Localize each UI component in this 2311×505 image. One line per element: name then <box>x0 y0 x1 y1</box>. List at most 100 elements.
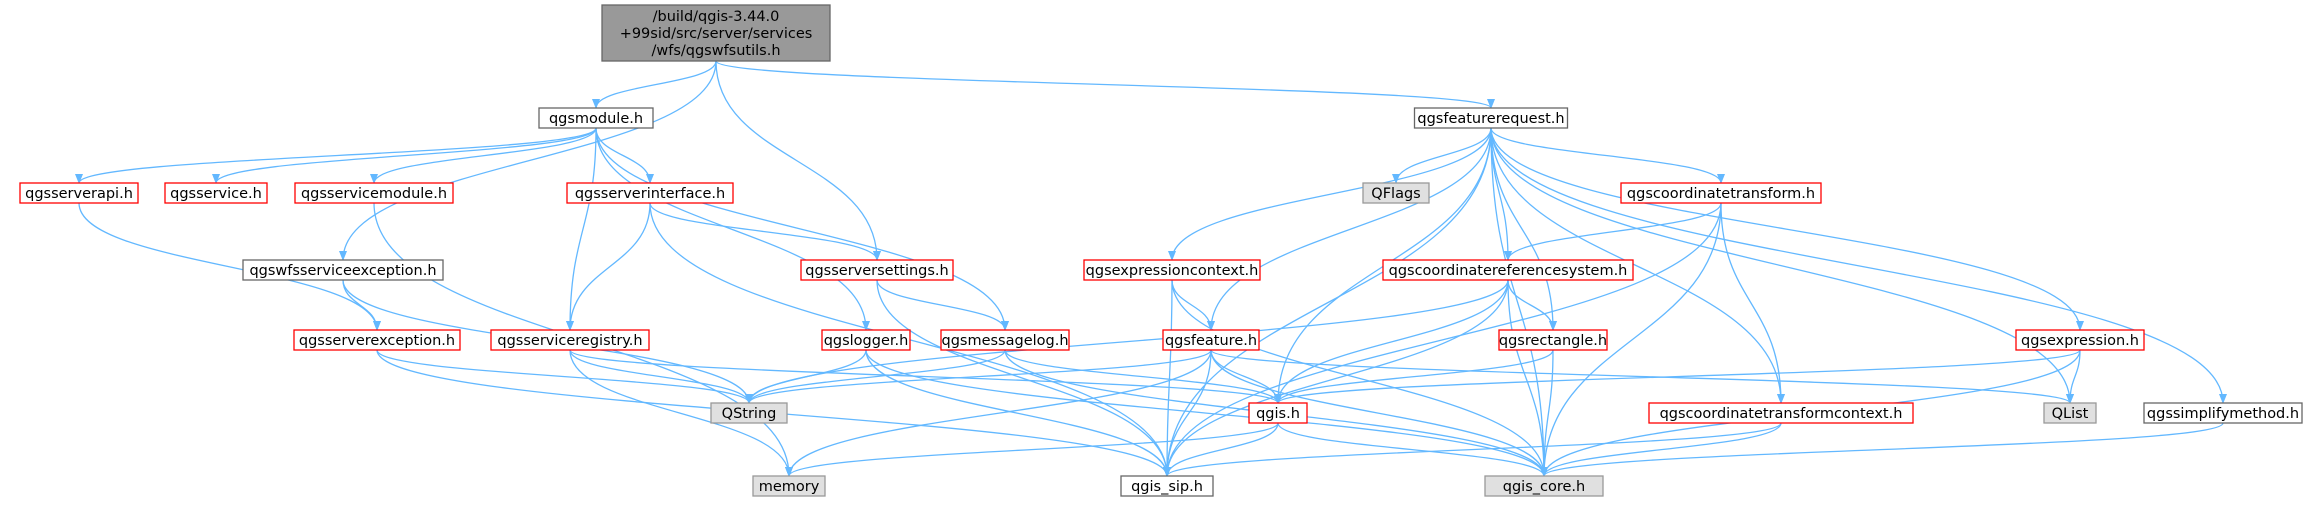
node-box-qgsservice <box>164 182 268 204</box>
edge-root-to-qgswfsserviceexception <box>339 60 717 261</box>
node-box-qgsexpressioncontext <box>1083 259 1261 281</box>
node-label-qgsserversettings: qgsserversettings.h <box>805 263 949 279</box>
edge-qgsmodule-to-qgsmessagelog <box>595 127 1009 331</box>
edge-qgsfeaturerequest-to-qgsfeature <box>1207 127 1492 331</box>
node-qgsserverapi[interactable]: qgsserverapi.h <box>19 182 139 204</box>
edge-qgsserverexception-to-qstring <box>376 349 753 404</box>
edge-qgsmodule-to-qgsserverinterface <box>595 127 654 184</box>
node-qgis[interactable]: qgis.h <box>1248 402 1308 424</box>
node-box-qgsservicemodule <box>294 182 454 204</box>
edge-qgscoordinatetransform-to-qgis_sip <box>1163 202 1722 477</box>
node-box-qgscoordinatereferencesystem <box>1382 259 1634 281</box>
node-box-qgsserviceregistry <box>490 329 650 351</box>
node-qgsserviceregistry[interactable]: qgsserviceregistry.h <box>490 329 650 351</box>
node-label-root: +99sid/src/server/services <box>620 26 813 42</box>
edge-qgis-to-memory <box>785 422 1279 477</box>
node-qgsserverinterface[interactable]: qgsserverinterface.h <box>566 182 734 204</box>
node-qgscoordinatetransform[interactable]: qgscoordinatetransform.h <box>1620 182 1822 204</box>
node-qgsserversettings[interactable]: qgsserversettings.h <box>800 259 954 281</box>
node-qgis_core[interactable]: qgis_core.h <box>1484 475 1604 497</box>
node-label-qgsservice: qgsservice.h <box>170 186 262 202</box>
node-qgscoordinatetransformcontext[interactable]: qgscoordinatetransformcontext.h <box>1648 402 1914 424</box>
node-box-qgssimplifymethod <box>2143 402 2303 424</box>
node-qgsexpression[interactable]: qgsexpression.h <box>2015 329 2145 351</box>
edge-qgsfeature-to-qgis_sip <box>1163 349 1212 477</box>
edge-qgsfeaturerequest-to-qgsrectangle <box>1490 127 1557 331</box>
node-qgssimplifymethod[interactable]: qgssimplifymethod.h <box>2143 402 2303 424</box>
node-label-root: /wfs/qgswfsutils.h <box>651 43 780 59</box>
node-qgswfsserviceexception[interactable]: qgswfsserviceexception.h <box>242 259 444 281</box>
node-label-qgsrectangle: qgsrectangle.h <box>1499 333 1607 349</box>
edge-qgsfeaturerequest-to-qgis_sip <box>1163 127 1492 477</box>
edge-qgis-to-qgis_sip <box>1163 422 1279 477</box>
node-label-qlist: QList <box>2052 406 2089 422</box>
edge-qgscoordinatetransform-to-qgis_core <box>1540 202 1722 477</box>
node-qgsmessagelog[interactable]: qgsmessagelog.h <box>940 329 1070 351</box>
edge-qgslogger-to-qgis_core <box>865 349 1548 477</box>
node-memory[interactable]: memory <box>752 475 826 497</box>
node-qgsservice[interactable]: qgsservice.h <box>164 182 268 204</box>
node-qflags[interactable]: QFlags <box>1362 182 1430 204</box>
node-label-qgsexpression: qgsexpression.h <box>2021 333 2139 349</box>
node-box-qgscoordinatetransformcontext <box>1648 402 1914 424</box>
edge-qgsfeaturerequest-to-qflags <box>1392 127 1492 184</box>
node-box-qgslogger <box>821 329 911 351</box>
node-box-qgswfsserviceexception <box>242 259 444 281</box>
node-qgslogger[interactable]: qgslogger.h <box>821 329 911 351</box>
edge-qgscoordinatetransform-to-qgscoordinatereferencesystem <box>1504 202 1722 261</box>
edge-qgscoordinatereferencesystem-to-qgis_sip <box>1163 279 1509 477</box>
edge-qgsfeature-to-qlist <box>1210 349 2074 404</box>
node-qgsexpressioncontext[interactable]: qgsexpressioncontext.h <box>1083 259 1261 281</box>
edge-qgsmessagelog-to-qgis <box>1004 349 1282 404</box>
edge-qgsfeaturerequest-to-qgis_core <box>1490 127 1548 477</box>
edge-root-to-qgsfeaturerequest <box>715 60 1495 109</box>
node-box-qlist <box>2043 402 2097 424</box>
node-label-qgsmodule: qgsmodule.h <box>549 111 643 127</box>
node-qgsfeature[interactable]: qgsfeature.h <box>1162 329 1260 351</box>
node-box-qgsmessagelog <box>940 329 1070 351</box>
node-label-memory: memory <box>759 479 820 495</box>
node-box-qgsrectangle <box>1498 329 1608 351</box>
node-label-qgsmessagelog: qgsmessagelog.h <box>941 333 1068 349</box>
node-label-qgsfeaturerequest: qgsfeaturerequest.h <box>1417 111 1564 127</box>
node-label-qgsserverinterface: qgsserverinterface.h <box>575 186 725 202</box>
node-label-root: /build/qgis-3.44.0 <box>653 9 780 25</box>
node-qgsmodule[interactable]: qgsmodule.h <box>538 107 654 129</box>
node-box-qflags <box>1362 182 1430 204</box>
node-qlist[interactable]: QList <box>2043 402 2097 424</box>
edge-qgsfeature-to-memory <box>785 349 1212 477</box>
edge-qgsmodule-to-qgsserviceregistry <box>566 127 597 331</box>
edge-qgsfeaturerequest-to-qgssimplifymethod <box>1490 127 2227 404</box>
node-qgsrectangle[interactable]: qgsrectangle.h <box>1498 329 1608 351</box>
node-qgsfeaturerequest[interactable]: qgsfeaturerequest.h <box>1413 107 1569 129</box>
edge-qgsexpression-to-qgis <box>1274 349 2081 404</box>
node-box-qgsexpression <box>2015 329 2145 351</box>
node-box-qgsfeaturerequest <box>1413 107 1569 129</box>
node-box-qgsserverinterface <box>566 182 734 204</box>
node-label-qstring: QString <box>722 406 777 422</box>
edge-qgsserviceregistry-to-qstring <box>569 349 753 404</box>
node-qgscoordinatereferencesystem[interactable]: qgscoordinatereferencesystem.h <box>1382 259 1634 281</box>
node-box-qgis_core <box>1484 475 1604 497</box>
node-label-qgsfeature: qgsfeature.h <box>1165 333 1257 349</box>
edge-qgsfeaturerequest-to-qgsexpressioncontext <box>1168 127 1492 261</box>
edge-qgsserversettings-to-qgis_sip <box>876 279 1171 477</box>
node-label-qgsserverexception: qgsserverexception.h <box>299 333 455 349</box>
edge-qgsrectangle-to-qgis_core <box>1540 349 1554 477</box>
edge-qgsfeature-to-qgis_core <box>1210 349 1548 477</box>
edge-qgswfsserviceexception-to-qgsserverexception <box>342 279 381 331</box>
edge-qgsmodule-to-qgslogger <box>595 127 870 331</box>
node-qgsserverexception[interactable]: qgsserverexception.h <box>293 329 461 351</box>
edge-qgsfeaturerequest-to-qlist <box>1490 127 2074 404</box>
node-qgsservicemodule[interactable]: qgsservicemodule.h <box>294 182 454 204</box>
node-qstring[interactable]: QString <box>710 402 788 424</box>
node-box-qgsserversettings <box>800 259 954 281</box>
node-box-qstring <box>710 402 788 424</box>
edge-qgssimplifymethod-to-qgis_core <box>1540 422 2224 477</box>
edge-qgsexpressioncontext-to-qgsfeature <box>1171 279 1215 331</box>
node-root[interactable]: /build/qgis-3.44.0+99sid/src/server/serv… <box>601 4 831 62</box>
edge-qgsexpression-to-qlist <box>2066 349 2081 404</box>
node-label-qgsserverapi: qgsserverapi.h <box>25 186 133 202</box>
node-qgis_sip[interactable]: qgis_sip.h <box>1120 475 1214 497</box>
edge-qgscoordinatereferencesystem-to-qstring <box>745 279 1509 404</box>
